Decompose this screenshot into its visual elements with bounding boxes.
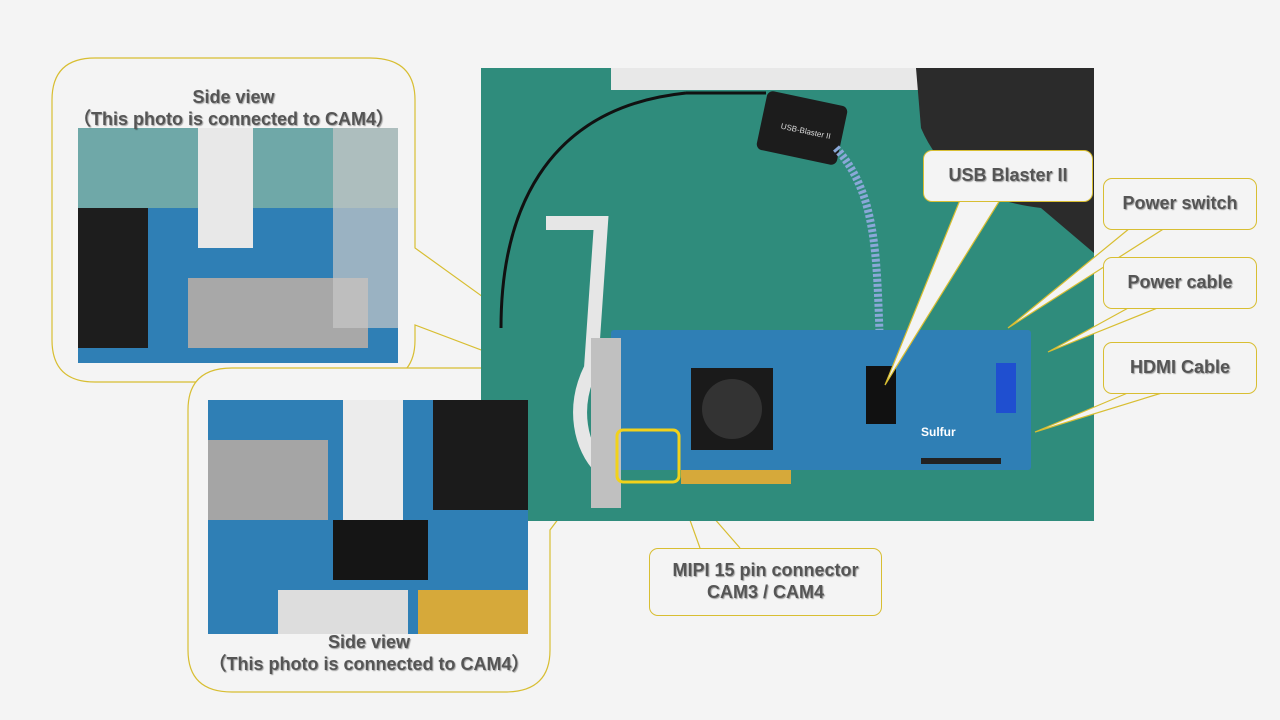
side-view-bottom-title: Side view [327,632,411,652]
side-view-photo-bottom [208,400,528,634]
mipi-label-line2: CAM3 / CAM4 [706,582,824,602]
usb-blaster-label: USB Blaster II [948,165,1068,185]
side-view-bottom-caption: Side view （This photo is connected to CA… [188,631,550,675]
mipi-connector-highlight [615,428,681,484]
power-cable-callout: Power cable [1103,257,1257,309]
side-view-top-subtitle: （This photo is connected to CAM4） [72,109,394,129]
mipi-callout: MIPI 15 pin connector CAM3 / CAM4 [649,548,882,616]
usb-blaster-callout: USB Blaster II [923,150,1093,202]
mipi-label-line1: MIPI 15 pin connector [672,560,859,580]
side-view-photo-top [78,128,398,363]
power-switch-label: Power switch [1122,193,1238,213]
hdmi-cable-label: HDMI Cable [1129,357,1230,377]
main-board-photo: USB-Blaster II Sulfur [481,68,1094,521]
side-view-top-caption: Side view （This photo is connected to CA… [52,86,415,130]
side-view-top-title: Side view [192,87,275,107]
side-view-bottom-subtitle: （This photo is connected to CAM4） [208,654,530,674]
board-illustration: USB-Blaster II Sulfur [499,68,1094,508]
board-name-label: Sulfur [921,425,956,439]
hdmi-cable-callout: HDMI Cable [1103,342,1257,394]
power-cable-label: Power cable [1127,272,1233,292]
power-switch-callout: Power switch [1103,178,1257,230]
